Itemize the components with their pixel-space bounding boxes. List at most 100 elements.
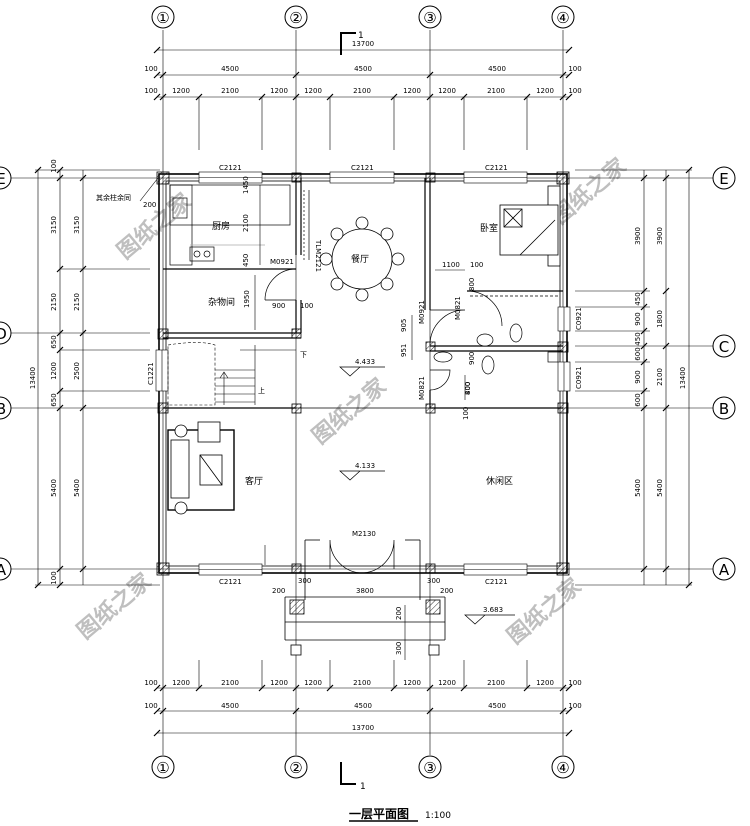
room-dining: 餐厅: [351, 253, 369, 265]
dim-top-win-9: 1200: [536, 87, 554, 95]
sofa-icon: [170, 439, 190, 499]
small-dim-1: 1950: [243, 290, 251, 308]
axis-label-b-right: B: [719, 400, 729, 418]
dim-bottom-bay-0: 100: [144, 702, 157, 710]
small-dim-16: 200: [440, 587, 453, 595]
label-column-note: 其余柱余同: [96, 193, 131, 202]
dim-top-bay-4: 100: [568, 65, 581, 73]
dim-left-inner-0: 3150: [73, 216, 81, 234]
label-door-storage: M0921: [270, 258, 294, 266]
top-dimension-texts: 13700 100 4500 4500 4500 100 100 1200 21…: [144, 40, 581, 95]
column-a1: [156, 562, 170, 576]
armchair-icon: [197, 421, 221, 443]
small-dim-3: 1100: [442, 261, 460, 269]
door-wc-swing: [429, 369, 451, 391]
dim-right-inner-7: 5400: [634, 479, 642, 497]
right-dimensions: [575, 166, 693, 589]
label-window-top-1: C2121: [219, 164, 242, 172]
column-b2: [291, 403, 302, 414]
axis-label-e-right: E: [719, 170, 728, 188]
dim-left-outer-5: 650: [50, 393, 58, 406]
small-dim-12: 200: [272, 587, 285, 595]
left-dimensions: [34, 166, 160, 589]
axis-label-3-bottom: ③: [423, 759, 436, 777]
dim-right-inner-3: 450: [634, 332, 642, 345]
small-dim-22: 100: [462, 407, 470, 420]
dim-right-outer-3: 5400: [656, 479, 664, 497]
small-dim-10: 951: [400, 344, 408, 357]
dim-left-outer-1: 3150: [50, 216, 58, 234]
living-furniture: [167, 421, 235, 515]
room-leisure: 休闲区: [486, 475, 513, 487]
dim-left-outer-7: 100: [50, 571, 58, 584]
dim-left-outer-6: 5400: [50, 479, 58, 497]
dim-left-inner-1: 2150: [73, 293, 81, 311]
small-dim-13: 300: [298, 577, 311, 585]
column-e2: [291, 172, 302, 183]
elevation-markers: [339, 366, 515, 625]
elevation-4433: 4.433: [355, 358, 375, 366]
sink-icon: [172, 197, 188, 219]
small-dim-4: 800: [468, 278, 476, 291]
dim-top-bay-0: 100: [144, 65, 157, 73]
axis-label-a-right: A: [719, 561, 730, 579]
label-window-top-2: C2121: [351, 164, 374, 172]
opening-labels: C2121 C2121 C2121 C2121 C2121 C1221 C092…: [96, 164, 583, 586]
label-door-wc: M0821: [418, 376, 426, 400]
staircase: [167, 342, 296, 406]
dim-left-outer-0: 100: [50, 159, 58, 172]
door-bedroom-swing: [466, 290, 503, 327]
room-bedroom: 卧室: [480, 222, 498, 234]
small-dim-21: 100: [300, 302, 313, 310]
kitchen-fixtures: [169, 184, 291, 266]
room-living: 客厅: [245, 475, 263, 487]
column-a2: [291, 563, 302, 574]
dim-left-outer-3: 650: [50, 335, 58, 348]
axis-label-2-bottom: ②: [289, 759, 302, 777]
bottom-dimensions: [153, 660, 573, 737]
dim-top-win-2: 2100: [221, 87, 239, 95]
dim-bottom-win-7: 1200: [438, 679, 456, 687]
entry-porch: [284, 539, 446, 656]
dim-bottom-bay-4: 100: [568, 702, 581, 710]
interior-walls: [163, 178, 563, 409]
dim-bottom-win-2: 2100: [221, 679, 239, 687]
dim-top-win-0: 100: [144, 87, 157, 95]
small-dim-11: 800: [464, 382, 472, 395]
axis-label-2-top: ②: [289, 9, 302, 27]
label-window-right-1: C0921: [575, 307, 583, 330]
axis-bubbles-left: E D B A: [0, 166, 12, 581]
dim-top-win-8: 2100: [487, 87, 505, 95]
small-dim-8: 900: [468, 352, 476, 365]
bottom-dimension-texts: 100 1200 2100 1200 1200 2100 1200 1200 2…: [144, 679, 581, 732]
small-dim-20: 400: [464, 382, 472, 395]
dim-bottom-total: 13700: [352, 724, 374, 732]
dim-top-win-1: 1200: [172, 87, 190, 95]
small-dim-18: 300: [395, 642, 403, 655]
dim-left-outer-4: 1200: [50, 362, 58, 380]
dim-right-inner-6: 600: [634, 393, 642, 406]
label-door-tlm: TLM2121: [314, 239, 322, 272]
elevation-3683: 3.683: [483, 606, 503, 614]
small-dimensions: 200 1950 2100 1100 800 900 1450 450 900 …: [143, 176, 483, 655]
room-kitchen: 厨房: [212, 220, 230, 232]
axis-bubbles-top: ① ② ③ ④: [151, 5, 575, 29]
dim-right-inner-1: 450: [634, 292, 642, 305]
dim-right-inner-2: 900: [634, 312, 642, 325]
axis-label-c-right: C: [719, 338, 729, 356]
dim-top-bay-1: 4500: [221, 65, 239, 73]
dim-bottom-win-6: 1200: [403, 679, 421, 687]
dim-left-inner-2: 2500: [73, 362, 81, 380]
column-c4: [557, 341, 569, 353]
drawing-title: 一层平面图: [349, 807, 409, 821]
doors: [264, 190, 503, 574]
label-window-right-2: C0921: [575, 366, 583, 389]
dim-bottom-bay-1: 4500: [221, 702, 239, 710]
dim-right-inner-4: 600: [634, 347, 642, 360]
label-door-bed: M0821: [454, 296, 462, 320]
column-d2: [291, 328, 302, 339]
toilet-icon-2: [481, 355, 495, 375]
column-b3: [425, 403, 436, 414]
column-c3: [425, 341, 436, 352]
left-dimension-texts: 13400 100 3150 2150 650 1200 650 5400 10…: [29, 159, 81, 584]
